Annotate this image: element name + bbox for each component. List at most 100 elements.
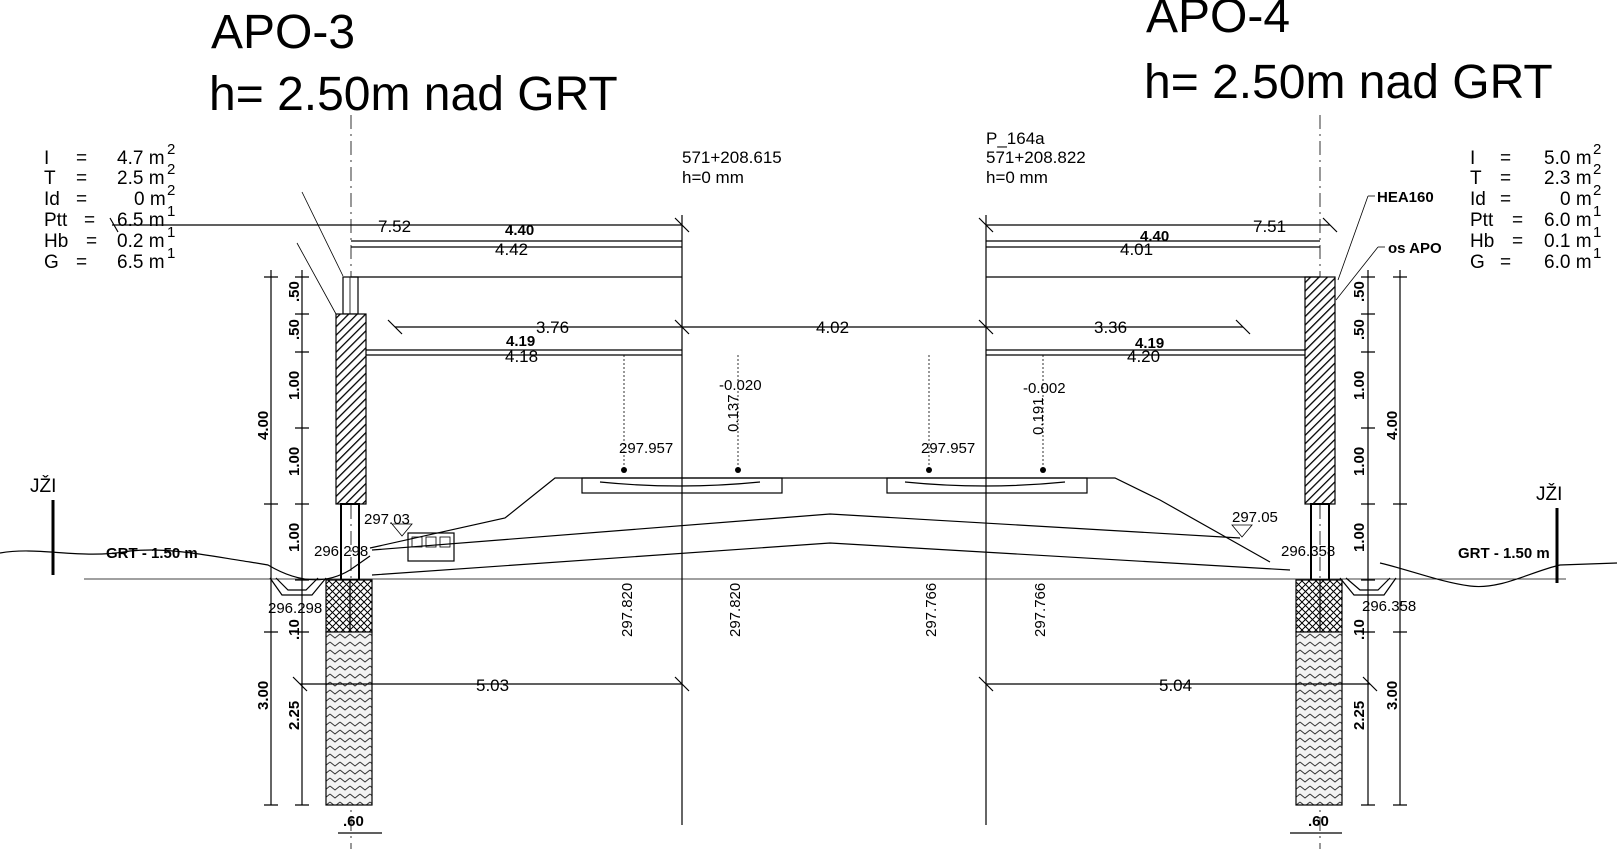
elev-formation-left: 296.298 [314, 543, 368, 560]
prop-unit-sup: 2 [1593, 161, 1601, 178]
prop-key: Ptt [1470, 210, 1494, 231]
prop-key: Id [44, 189, 60, 210]
offset-right: -0.002 [1023, 380, 1066, 397]
dim-small2-left: 4.19 [506, 333, 535, 350]
vdim-seg: .50 [286, 281, 303, 302]
prop-eq: = [1500, 148, 1511, 169]
dimension-lines [109, 217, 1378, 834]
grt-right: GRT - 1.50 m [1458, 545, 1550, 562]
vdim-total-left: 4.00 [255, 411, 272, 440]
pole-width-left: .60 [343, 813, 364, 830]
elev-shoulder-left: 297.03 [364, 511, 410, 528]
prop-value: 6.0 m [1544, 210, 1592, 231]
direction-right: JŽI [1536, 483, 1562, 505]
grt-left: GRT - 1.50 m [106, 545, 198, 562]
offset-left: -0.020 [719, 377, 762, 394]
prop-unit-sup: 1 [167, 224, 175, 241]
prop-key: Hb [1470, 231, 1494, 252]
prop-eq: = [1500, 189, 1511, 210]
vdim-foundation-left: 3.00 [255, 681, 272, 710]
elev-axis-right-1: 297.766 [923, 583, 940, 637]
offset2-right: 0.191 [1030, 397, 1047, 435]
offset2-left: 0.137 [725, 394, 742, 432]
dim-d2-right: 4.20 [1127, 347, 1160, 366]
left-pole-height: h= 2.50m nad GRT [209, 68, 618, 121]
elev-rail-right: 297.957 [921, 440, 975, 457]
prop-value: 0.2 m [117, 231, 165, 252]
vdim-seg: 1.00 [1351, 523, 1368, 552]
prop-value: 4.7 m [117, 148, 165, 169]
vdim-seg: 2.25 [1351, 701, 1368, 730]
prop-key: Id [1470, 189, 1486, 210]
prop-value: 0 m [1560, 189, 1592, 210]
prop-value: 6.5 m [117, 252, 165, 273]
pole-axis-label: os APO [1388, 240, 1442, 257]
prop-unit-sup: 2 [167, 182, 175, 199]
prop-value: 6.0 m [1544, 252, 1592, 273]
prop-unit-sup: 1 [167, 203, 175, 220]
elev-formation-right: 296.358 [1281, 543, 1335, 560]
vdim-seg: 2.25 [286, 701, 303, 730]
prop-key: Ptt [44, 210, 68, 231]
direction-left: JŽI [30, 475, 56, 497]
prop-eq: = [76, 252, 87, 273]
cant-left: h=0 mm [682, 168, 744, 187]
elev-axis-left-2: 297.820 [727, 583, 744, 637]
prop-key: T [1470, 168, 1482, 189]
elev-ditch-right: 296.358 [1362, 598, 1416, 615]
vdim-seg: .10 [1351, 619, 1368, 640]
station-left: 571+208.615 [682, 148, 782, 167]
prop-eq: = [86, 231, 97, 252]
prop-eq: = [1512, 231, 1523, 252]
prop-unit-sup: 2 [1593, 182, 1601, 199]
dim-small-right: 4.40 [1140, 228, 1169, 245]
prop-value: 2.3 m [1544, 168, 1592, 189]
prop-unit-sup: 1 [1593, 224, 1601, 241]
elev-axis-right-2: 297.766 [1032, 583, 1049, 637]
dim-d1-right: 3.36 [1094, 318, 1127, 337]
vdim-seg: .50 [286, 319, 303, 340]
prop-value: 5.0 m [1544, 148, 1592, 169]
prop-eq: = [76, 189, 87, 210]
dim-top-right: 7.51 [1253, 217, 1286, 236]
prop-key: T [44, 168, 56, 189]
prop-value: 6.5 m [117, 210, 165, 231]
hea-label: HEA160 [1377, 189, 1434, 206]
prop-key: G [44, 252, 59, 273]
prop-unit-sup: 2 [167, 161, 175, 178]
prop-eq: = [1500, 252, 1511, 273]
prop-unit-sup: 1 [1593, 203, 1601, 220]
prop-value: 0 m [134, 189, 166, 210]
profile-name: P_164a [986, 129, 1045, 148]
vdim-seg: .50 [1351, 319, 1368, 340]
prop-key: G [1470, 252, 1485, 273]
prop-key: I [1470, 148, 1475, 169]
prop-unit-sup: 2 [167, 141, 175, 158]
vdim-seg: .10 [286, 619, 303, 640]
track-gap: 4.02 [816, 318, 849, 337]
prop-value: 2.5 m [117, 168, 165, 189]
track-right [886, 467, 1088, 494]
prop-eq: = [76, 148, 87, 169]
dim-small2-right: 4.19 [1135, 335, 1164, 352]
dim-d2-left: 4.18 [505, 347, 538, 366]
dim-top-left: 7.52 [378, 217, 411, 236]
station-right: 571+208.822 [986, 148, 1086, 167]
cant-right: h=0 mm [986, 168, 1048, 187]
dim-small-left: 4.40 [505, 222, 534, 239]
prop-unit-sup: 1 [1593, 245, 1601, 262]
dim-bottom-left: 5.03 [476, 676, 509, 695]
elev-shoulder-right: 297.05 [1232, 509, 1278, 526]
vdim-foundation-right: 3.00 [1384, 681, 1401, 710]
left-properties-table: I = 4.7 m 2 T = 2.5 m 2 Id = 0 m 2 Ptt =… [44, 141, 175, 273]
vdim-seg: .50 [1351, 281, 1368, 302]
vdim-seg: 1.00 [286, 447, 303, 476]
elev-ditch-left: 296.298 [268, 600, 322, 617]
vdim-seg: 1.00 [1351, 371, 1368, 400]
vdim-seg: 1.00 [286, 371, 303, 400]
vertical-dimensions [264, 270, 1407, 806]
elev-rail-left: 297.957 [619, 440, 673, 457]
vdim-total-right: 4.00 [1384, 411, 1401, 440]
dim-w1-left: 4.42 [495, 240, 528, 259]
